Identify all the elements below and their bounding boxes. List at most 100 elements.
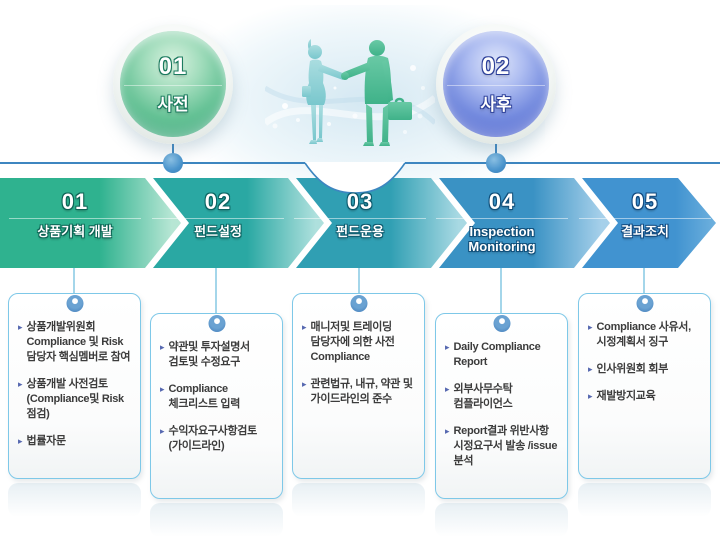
step-3-arrow — [296, 178, 467, 268]
list-item: ▸인사위원회 회부 — [588, 362, 703, 377]
divider — [124, 85, 222, 86]
step-5-header: 05 결과조치 — [570, 178, 720, 268]
step-number: 03 — [346, 189, 374, 214]
step-number: 05 — [631, 189, 659, 214]
divider — [9, 218, 141, 219]
list-item: ▸외부사무수탁 컴플라이언스 — [445, 382, 560, 412]
step-number: 01 — [61, 189, 89, 214]
connector-dot-icon — [636, 295, 653, 312]
list-item: ▸법률자문 — [18, 434, 133, 449]
phase-label: 사전 — [157, 95, 189, 114]
bullet-icon: ▸ — [588, 364, 593, 374]
step-4-detail-card: ▸Daily Compliance Report ▸외부사무수탁 컴플라이언스 … — [435, 313, 568, 499]
list-item: ▸Report결과 위반사항 시정요구서 발송 /issue 분석 — [445, 424, 560, 469]
step-title: 결과조치 — [621, 224, 669, 239]
phase-label: 사후 — [480, 95, 512, 114]
list-item-text: 관련법규, 내규, 약관 및 가이드라인의 준수 — [310, 378, 413, 405]
list-item: ▸약관및 투자설명서 검토및 수정요구 — [160, 340, 275, 370]
phase-number: 02 — [481, 53, 511, 80]
card-reflection — [435, 503, 568, 537]
bullet-icon: ▸ — [302, 322, 307, 332]
phase1-drop-line — [172, 142, 174, 163]
phase1-rail-node — [163, 153, 183, 173]
step-5-item-list: ▸Compliance 사유서, 시정계획서 징구 ▸인사위원회 회부 ▸재발방… — [579, 294, 710, 422]
bullet-icon: ▸ — [588, 322, 593, 332]
list-item-text: 상품개발 사전검토 (Compliance및 Risk 점검) — [26, 378, 125, 420]
card-reflection — [292, 483, 425, 517]
list-item: ▸매니저및 트레이딩 담당자에 의한 사전 Compliance — [302, 320, 417, 365]
bullet-icon: ▸ — [160, 342, 165, 352]
step-4-header: 04 Inspection Monitoring — [427, 178, 577, 268]
list-item-text: 매니저및 트레이딩 담당자에 의한 사전 Compliance — [310, 321, 395, 363]
sparkle-dots — [272, 65, 425, 134]
list-item-text: 상품개발위원회 Compliance 및 Risk 담당자 핵심멤버로 참여 — [26, 321, 131, 363]
step-2-detail-card: ▸약관및 투자설명서 검토및 수정요구 ▸Compliance 체크리스트 입력… — [150, 313, 283, 499]
phase-circle-before: 01 사전 — [113, 24, 233, 144]
list-item-text: Compliance 사유서, 시정계획서 징구 — [596, 321, 692, 348]
step-5-detail-card: ▸Compliance 사유서, 시정계획서 징구 ▸인사위원회 회부 ▸재발방… — [578, 293, 711, 479]
list-item-text: Compliance 체크리스트 입력 — [168, 383, 241, 410]
connector-dot-icon — [66, 295, 83, 312]
list-item: ▸상품개발 사전검토 (Compliance및 Risk 점검) — [18, 377, 133, 422]
step-3-item-list: ▸매니저및 트레이딩 담당자에 의한 사전 Compliance ▸관련법규, … — [293, 294, 424, 425]
list-item: ▸Daily Compliance Report — [445, 340, 560, 370]
step-4-item-list: ▸Daily Compliance Report ▸외부사무수탁 컴플라이언스 … — [436, 314, 567, 487]
card-reflection — [8, 483, 141, 517]
step-4-drop-line — [500, 268, 502, 314]
bullet-icon: ▸ — [445, 342, 450, 352]
list-item-text: 외부사무수탁 컴플라이언스 — [453, 383, 513, 410]
bullet-icon: ▸ — [18, 379, 23, 389]
connector-dot-icon — [350, 295, 367, 312]
step-3-detail-card: ▸매니저및 트레이딩 담당자에 의한 사전 Compliance ▸관련법규, … — [292, 293, 425, 479]
list-item: ▸Compliance 체크리스트 입력 — [160, 382, 275, 412]
step-1-arrow — [0, 178, 181, 268]
step-title: 펀드설정 — [194, 224, 242, 239]
step-5-arrow — [582, 178, 716, 268]
step-title: 상품기획 개발 — [37, 224, 113, 239]
step-2-drop-line — [215, 268, 217, 314]
divider — [436, 218, 568, 219]
list-item-text: 약관및 투자설명서 검토및 수정요구 — [168, 341, 251, 368]
bullet-icon: ▸ — [445, 426, 450, 436]
list-item-text: Report결과 위반사항 시정요구서 발송 /issue 분석 — [453, 425, 558, 467]
divider — [447, 85, 545, 86]
bullet-icon: ▸ — [160, 426, 165, 436]
phase2-rail-node — [486, 153, 506, 173]
connector-dot-icon — [208, 315, 225, 332]
bullet-icon: ▸ — [18, 322, 23, 332]
step-1-detail-card: ▸상품개발위원회 Compliance 및 Risk 담당자 핵심멤버로 참여 … — [8, 293, 141, 479]
step-number: 02 — [204, 189, 232, 214]
connector-rail-left — [0, 162, 305, 164]
step-title: 펀드운용 — [336, 224, 384, 239]
process-arrow-band — [0, 178, 716, 268]
list-item: ▸관련법규, 내규, 약관 및 가이드라인의 준수 — [302, 377, 417, 407]
card-reflection — [150, 503, 283, 537]
step-5-drop-line — [643, 268, 645, 294]
list-item: ▸상품개발위원회 Compliance 및 Risk 담당자 핵심멤버로 참여 — [18, 320, 133, 365]
rail-band-notch — [304, 162, 406, 194]
step-1-header: 01 상품기획 개발 — [0, 178, 150, 268]
list-item-text: 재발방지교육 — [596, 390, 656, 402]
bullet-icon: ▸ — [445, 384, 450, 394]
bullet-icon: ▸ — [18, 436, 23, 446]
divider — [579, 218, 711, 219]
list-item: ▸재발방지교육 — [588, 389, 703, 404]
step-4-arrow — [439, 178, 610, 268]
list-item-text: Daily Compliance Report — [453, 341, 541, 368]
connector-rail-right — [405, 162, 720, 164]
card-reflection — [578, 483, 711, 517]
step-2-arrow — [153, 178, 324, 268]
list-item-text: 수익자요구사항검토 (가이드라인) — [168, 425, 258, 452]
step-1-item-list: ▸상품개발위원회 Compliance 및 Risk 담당자 핵심멤버로 참여 … — [9, 294, 140, 467]
step-3-drop-line — [358, 268, 360, 294]
phase-number: 01 — [158, 53, 188, 80]
divider — [294, 218, 426, 219]
bullet-icon: ▸ — [588, 391, 593, 401]
step-1-drop-line — [73, 268, 75, 294]
step-number: 04 — [488, 189, 516, 214]
list-item: ▸수익자요구사항검토 (가이드라인) — [160, 424, 275, 454]
divider — [152, 218, 284, 219]
phase-circle-after: 02 사후 — [436, 24, 556, 144]
list-item-text: 법률자문 — [26, 435, 67, 447]
